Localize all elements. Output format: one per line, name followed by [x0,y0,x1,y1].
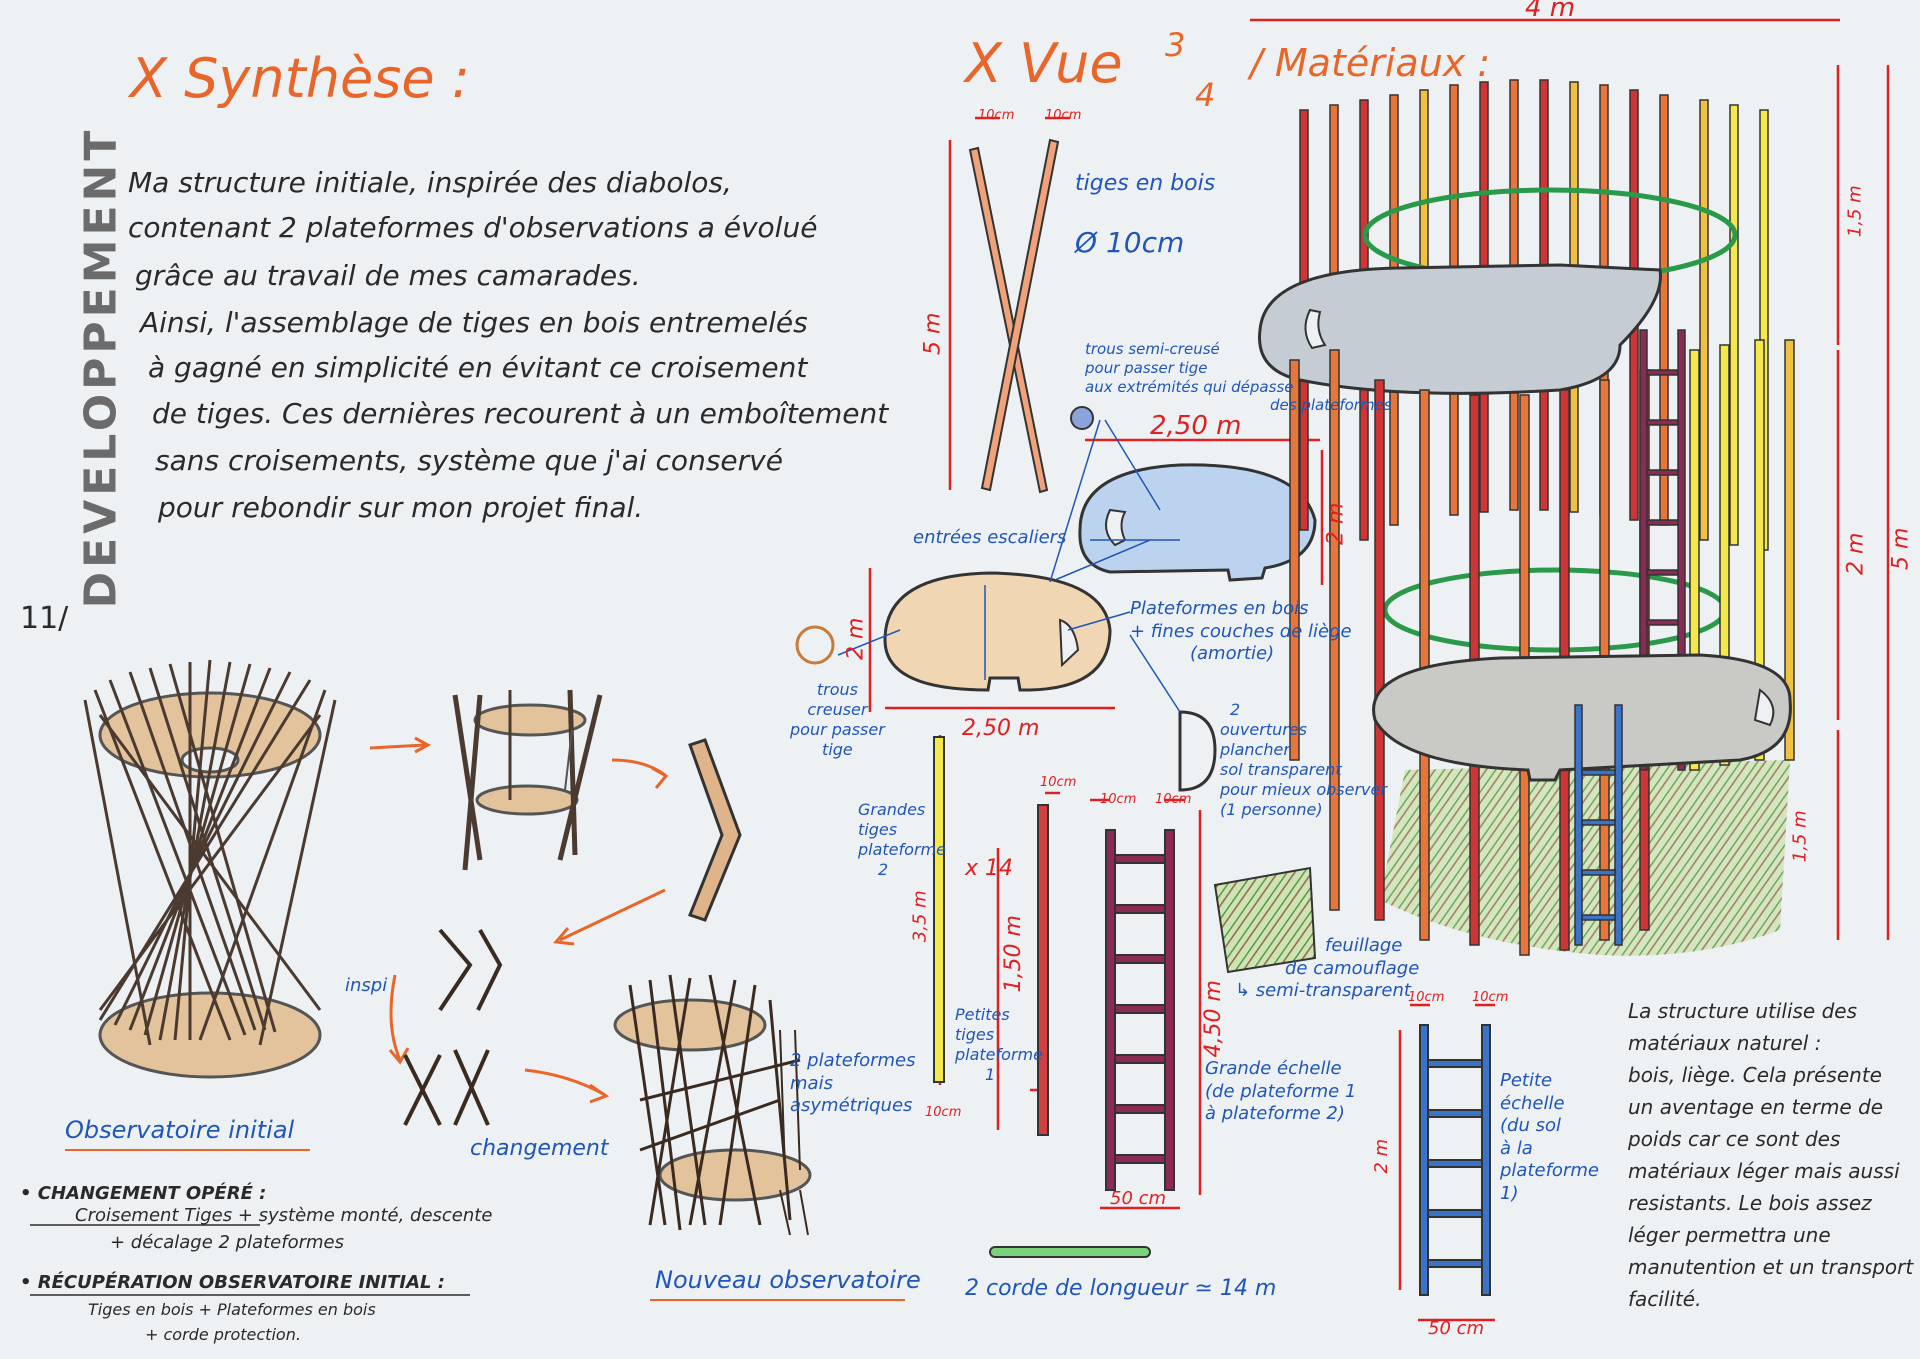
label-trous-semi: trous semi-creusé pour passer tige aux e… [1085,340,1392,415]
synthese-line: contenant 2 plateformes d'observations a… [128,211,818,244]
petite-echelle-sketch [1419,1024,1491,1296]
synthese-line: Ma structure initiale, inspirée des diab… [128,166,732,199]
label-ouvertures: 2 ouvertures plancher sol transparent po… [1220,700,1387,819]
feuillage-swatch [1213,866,1317,974]
tiges-stock [933,736,1049,1136]
label-changement: changement [470,1136,609,1161]
label-entrees-escaliers: entrées escaliers [913,527,1067,548]
synthese-line: grâce au travail de mes camarades. [135,259,641,292]
sketch-nouveau-observatoire [613,974,812,1236]
dim-petites-height: 1,50 m [1000,915,1026,993]
label-multiplier: x 14 [965,856,1014,881]
note-recuperation-title: • RÉCUPÉRATION OBSERVATOIRE INITIAL : [20,1272,445,1293]
note-recuperation-line1: Tiges en bois + Plateformes en bois [88,1300,376,1319]
label-nouveau-observatoire: Nouveau observatoire [655,1266,921,1294]
dim-petites-width: 10cm [1040,775,1077,790]
label-plateformes-asym: 2 plateformes mais asymétriques [790,1050,916,1116]
label-tiges-bois: tiges en bois [1075,171,1216,196]
synthese-line: Ainsi, l'assemblage de tiges en bois ent… [140,306,808,339]
corde-sketch [989,1246,1151,1258]
dim-tige-height: 5 m [920,312,946,355]
label-feuillage: feuillage de camouflage ↳ semi-transpare… [1235,935,1420,1001]
dim-grandes-tiges-height: 3,5 m [909,890,931,943]
dim-plateforme-width-bottom: 2,50 m [962,716,1040,741]
label-observatoire-initial: Observatoire initial [65,1116,295,1144]
dim-structure-top-height: 1,5 m [1844,185,1866,238]
dim-plateforme-depth-bottom: 2 m [843,617,869,660]
side-title: DEVELOPPEMENT [75,126,127,609]
sketch-chevrons [403,928,503,1126]
platform-top-sketch [1078,463,1317,582]
dim-grandes-tiges-width: 10cm [925,1105,962,1120]
dim-structure-total-height: 5 m [1888,527,1914,570]
note-changement-title: • CHANGEMENT OPÉRÉ : [20,1183,267,1204]
label-corde: 2 corde de longueur ≃ 14 m [965,1276,1277,1301]
dim-structure-bottom-height: 1,5 m [1789,810,1811,863]
dim-structure-width: 4 m [1525,0,1576,23]
label-grandes-tiges: Grandes tiges plateforme 2 [858,800,946,879]
synthese-line: à gagné en simplicité en évitant ce croi… [148,351,808,384]
label-grande-echelle: Grande échelle (de plateforme 1 à platef… [1205,1058,1357,1124]
leader-lines [837,419,1181,713]
sketch-tube [688,738,742,922]
label-trous-creuser: trous creuser pour passer tige [790,680,885,759]
dim-structure-mid-height: 2 m [1843,532,1869,575]
dim-grande-echelle-height: 4,50 m [1200,980,1226,1058]
conclusion-paragraph: La structure utilise des matériaux natur… [1628,999,1914,1311]
synthese-line: de tiges. Ces dernières recourent à un e… [152,397,889,430]
dim-plateforme-depth-top: 2 m [1323,502,1349,545]
dim-petite-echelle-height: 2 m [1371,1138,1393,1174]
dim-petite-echelle-base: 50 cm [1428,1318,1485,1339]
page-number: 11/ [20,601,69,636]
synthese-line: pour rebondir sur mon projet final. [158,491,644,524]
dim-plateforme-width-top: 2,50 m [1150,411,1242,441]
dim-tige-width-1: 10cm [978,108,1015,123]
note-recuperation-line2: + corde protection. [145,1325,301,1344]
vue-fraction-num: 3 [1165,26,1186,64]
dim-echelle-width-1: 10cm [1100,792,1137,807]
flow-arrows [369,736,669,1104]
note-changement-line1: Croisement Tiges + système monté, descen… [75,1205,493,1226]
label-petites-tiges: Petites tiges plateforme 1 [955,1005,1043,1084]
label-plateformes-bois: Plateformes en bois + fines couches de l… [1130,598,1352,664]
synthese-title: X Synthèse : [130,47,470,110]
dim-grande-echelle-base: 50 cm [1110,1188,1167,1209]
vue-fraction-den: 4 [1195,76,1216,114]
grande-echelle-sketch [1105,829,1175,1191]
underlines [65,1149,905,1301]
dim-petite-width-1: 10cm [1408,990,1445,1005]
dim-echelle-width-2: 10cm [1155,792,1192,807]
vue-subtitle: / Matériaux : [1250,41,1491,85]
opening-piece [1178,710,1217,792]
sketch-crossed-tiges [968,138,1094,494]
dim-tige-width-2: 10cm [1045,108,1082,123]
vue-title: X Vue [965,32,1123,95]
label-inspi: inspi [345,975,388,996]
sketch-observatoire-initial [83,659,337,1079]
label-diametre: Ø 10cm [1075,226,1185,259]
structure-3-4-view [1258,79,1795,956]
label-petite-echelle: Petite échelle (du sol à la plateforme 1… [1500,1070,1599,1204]
sketch-transition [452,689,603,871]
dim-petite-width-2: 10cm [1472,990,1509,1005]
synthese-line: sans croisements, système que j'ai conse… [155,444,783,477]
platform-bottom-sketch [795,571,1112,692]
note-changement-line2: + décalage 2 plateformes [110,1232,344,1253]
